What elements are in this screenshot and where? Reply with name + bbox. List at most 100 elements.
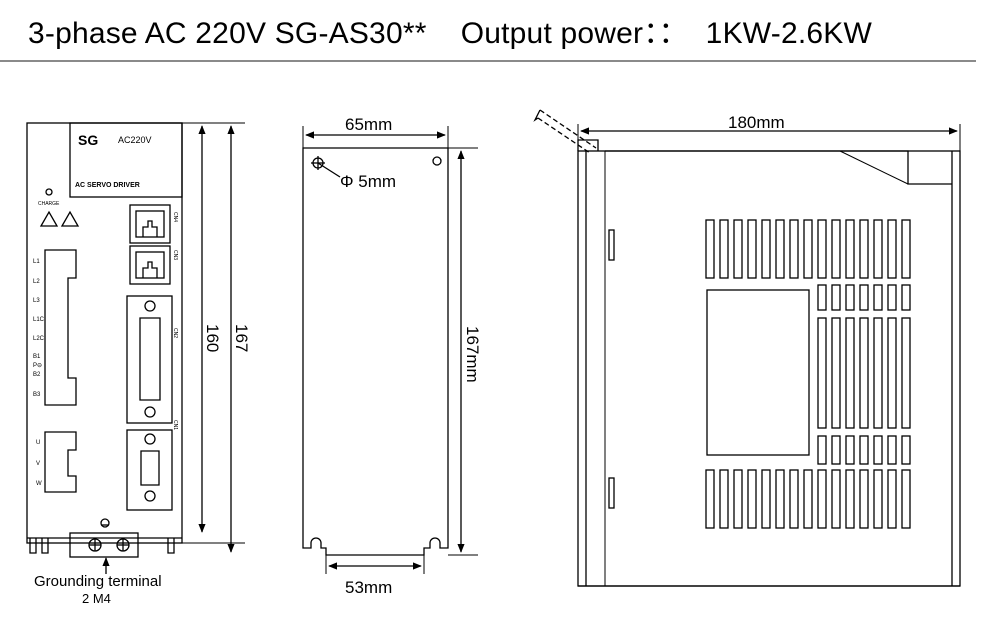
vent-slot xyxy=(887,317,897,429)
vent-slot xyxy=(705,469,715,529)
vent-slot xyxy=(901,435,911,465)
vent-slot xyxy=(859,317,869,429)
dim-label-160: 160 xyxy=(203,324,222,352)
vent-slot xyxy=(747,469,757,529)
ground-symbol-icon xyxy=(100,518,110,528)
vent-slot xyxy=(831,317,841,429)
vent-slot xyxy=(859,284,869,311)
vent-slot xyxy=(719,469,729,529)
motor-terminal-block xyxy=(44,431,77,493)
hole-leader xyxy=(317,162,341,178)
port-label-cn2: CN2 xyxy=(172,328,178,338)
vent-slot xyxy=(775,469,785,529)
terminal-l3: L3 xyxy=(33,298,40,304)
side-view xyxy=(533,109,961,587)
vent-slot xyxy=(831,219,841,279)
vent-slot xyxy=(803,219,813,279)
front-view-text: SG AC220V AC SERVO DRIVER CHARGE L1 L2 L… xyxy=(33,132,251,606)
vent-slot xyxy=(761,469,771,529)
vent-slot xyxy=(845,469,855,529)
side-label-plate xyxy=(706,289,810,456)
vent-slot xyxy=(873,435,883,465)
side-view-text: 180mm xyxy=(728,113,785,132)
vent-slot xyxy=(859,469,869,529)
warning-icon-2 xyxy=(60,210,80,227)
header-divider xyxy=(0,60,976,62)
hole-label: Φ 5mm xyxy=(340,172,396,191)
vent-slot xyxy=(845,317,855,429)
depth-label-180mm: 180mm xyxy=(728,113,785,132)
vent-slot xyxy=(831,469,841,529)
grounding-label: Grounding terminal xyxy=(34,573,162,590)
vent-slot xyxy=(887,219,897,279)
back-view-text: 65mm Φ 5mm 167mm 53mm xyxy=(340,115,482,597)
vent-slot xyxy=(845,435,855,465)
terminal-b1: B1 xyxy=(33,354,41,360)
vent-slot xyxy=(901,317,911,429)
vent-slot xyxy=(817,284,827,311)
cn2-connector xyxy=(126,295,173,424)
vent-slot xyxy=(705,219,715,279)
terminal-l2c: L2C xyxy=(33,336,45,342)
vent-slot xyxy=(873,469,883,529)
vent-slot xyxy=(887,435,897,465)
power-terminal-block xyxy=(44,249,77,406)
vent-slots xyxy=(705,219,911,529)
vent-slot xyxy=(817,317,827,429)
vent-slot xyxy=(719,219,729,279)
side-body-outline xyxy=(577,150,961,587)
vent-slot xyxy=(817,435,827,465)
vent-slot xyxy=(789,469,799,529)
vent-slot xyxy=(733,469,743,529)
terminal-l1c: L1C xyxy=(33,317,45,323)
terminal-p: P⊖ xyxy=(33,363,42,369)
vent-slot xyxy=(817,219,827,279)
vent-slot xyxy=(901,284,911,311)
vent-slot xyxy=(901,469,911,529)
terminal-u: U xyxy=(36,440,40,446)
vent-slot xyxy=(761,219,771,279)
mount-hole-top-right xyxy=(432,156,442,166)
terminal-b3: B3 xyxy=(33,392,41,398)
front-label-plate xyxy=(69,122,183,198)
mounting-flange xyxy=(537,109,597,154)
vent-slot xyxy=(733,219,743,279)
vent-slot xyxy=(873,284,883,311)
vent-slot xyxy=(803,469,813,529)
dim-label-167: 167 xyxy=(232,324,251,352)
terminal-b2: B2 xyxy=(33,372,41,378)
vent-slot xyxy=(747,219,757,279)
height-label-167mm: 167mm xyxy=(463,326,482,383)
width-label-65mm: 65mm xyxy=(345,115,392,134)
terminal-l1: L1 xyxy=(33,259,40,265)
port-label-cn3: CN3 xyxy=(172,250,178,260)
vent-slot xyxy=(859,219,869,279)
back-view xyxy=(302,126,478,574)
brand-label: SG xyxy=(78,132,98,148)
vent-slot xyxy=(775,219,785,279)
terminal-l2: L2 xyxy=(33,279,40,285)
vent-slot xyxy=(887,469,897,529)
vent-slot xyxy=(831,284,841,311)
vent-slot xyxy=(901,219,911,279)
vent-slot xyxy=(859,435,869,465)
port-label-cn4: CN4 xyxy=(172,212,178,222)
vent-slot xyxy=(817,469,827,529)
warning-icon xyxy=(39,210,59,227)
vent-slot xyxy=(845,284,855,311)
terminal-v: V xyxy=(36,461,40,467)
voltage-label: AC220V xyxy=(118,135,152,145)
cn1-connector xyxy=(126,429,173,511)
vent-slot xyxy=(873,219,883,279)
vent-slot xyxy=(845,219,855,279)
charge-label: CHARGE xyxy=(38,201,60,207)
cn4-port xyxy=(129,204,171,244)
back-plate-outline xyxy=(302,147,449,556)
port-label-cn1: CN1 xyxy=(172,420,178,430)
cn3-port xyxy=(129,245,171,285)
vent-slot xyxy=(873,317,883,429)
driver-label: AC SERVO DRIVER xyxy=(75,182,140,189)
charge-led xyxy=(45,188,53,196)
terminal-w: W xyxy=(36,481,42,487)
